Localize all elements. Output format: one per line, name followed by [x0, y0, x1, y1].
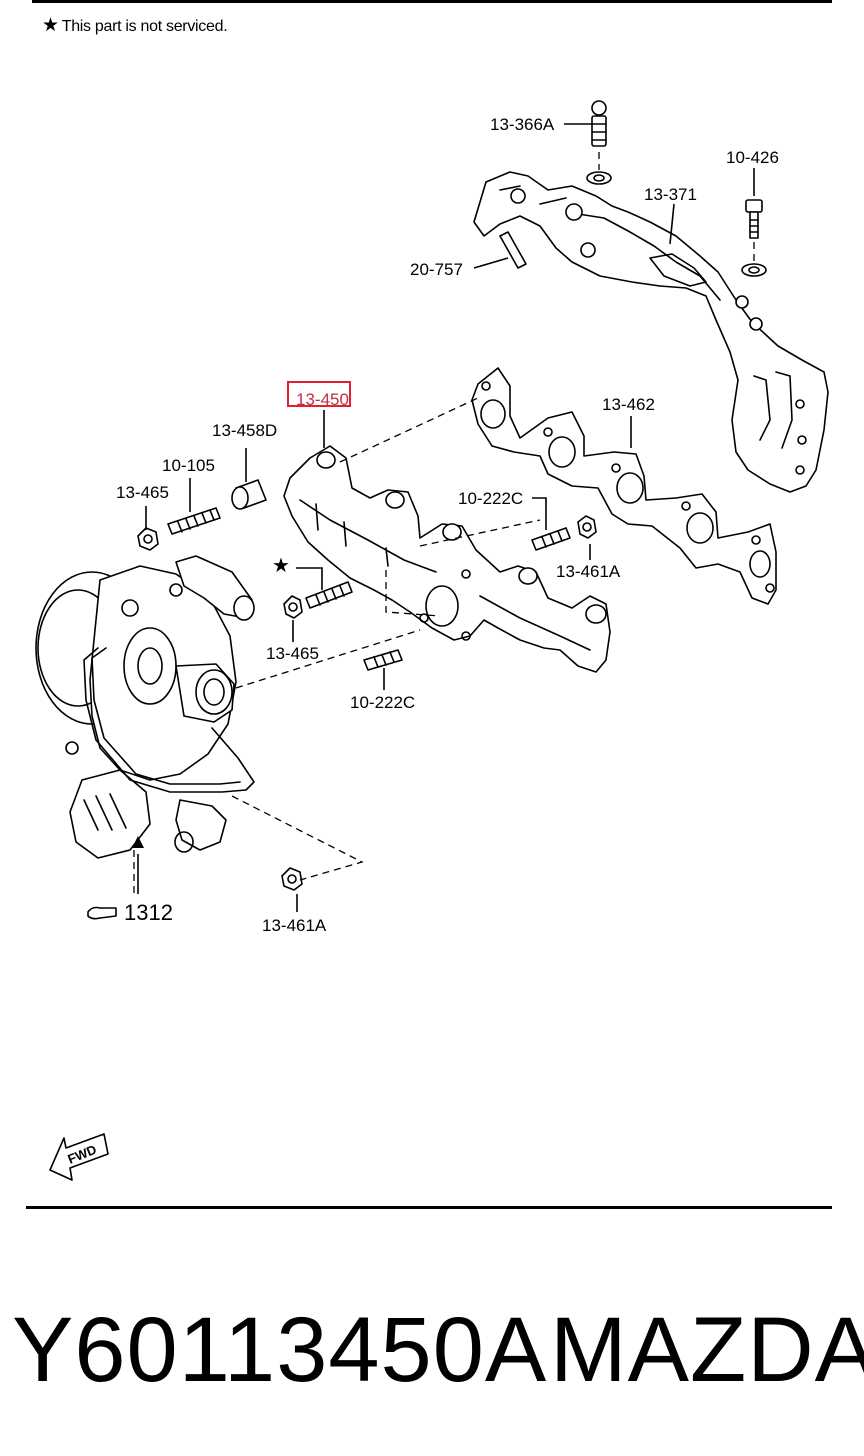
- label-10-222C-bottom: 10-222C: [350, 693, 415, 712]
- label-13-465-top: 13-465: [116, 483, 169, 502]
- service-note-text: This part is not serviced.: [61, 18, 228, 35]
- service-note: ★This part is not serviced.: [42, 14, 228, 37]
- spacer-13-458D: [231, 479, 267, 510]
- assembly-dash-lines: [133, 397, 541, 894]
- stud-not-serviced: [305, 581, 353, 609]
- brand-name: MAZDA: [550, 1299, 864, 1401]
- fwd-arrow-icon: FWD: [49, 1133, 109, 1181]
- nut-13-461A-right: [577, 515, 597, 539]
- star-icon: ★: [42, 15, 59, 36]
- label-13-461A-bottom: 13-461A: [262, 916, 327, 935]
- leader-lines: [132, 123, 755, 912]
- stud-10-222C-bottom: [363, 649, 403, 671]
- pin-20-757: [499, 231, 527, 269]
- top-rule: [32, 0, 832, 3]
- hand-pointer-icon: [87, 906, 117, 920]
- label-13-462: 13-462: [602, 395, 655, 414]
- label-20-757: 20-757: [410, 260, 463, 279]
- star-marker: ★: [272, 555, 290, 577]
- label-10-105: 10-105: [162, 456, 215, 475]
- manifold-gasket: [471, 367, 777, 605]
- label-10-222C-right: 10-222C: [458, 489, 523, 508]
- label-13-465-mid: 13-465: [266, 644, 319, 663]
- label-10-426: 10-426: [726, 148, 779, 167]
- stud-10-222C-right: [531, 527, 571, 551]
- nut-13-465-top: [137, 527, 159, 551]
- heat-insulator: [473, 171, 829, 493]
- part-number: Y60113450A: [12, 1299, 548, 1401]
- exhaust-manifold: [283, 445, 611, 673]
- nut-13-461A-bottom: [281, 867, 303, 891]
- label-13-461A-right: 13-461A: [556, 562, 621, 581]
- label-13-458D: 13-458D: [212, 421, 277, 440]
- bottom-rule: [26, 1206, 832, 1209]
- turbocharger: [35, 555, 255, 859]
- stud-10-105: [167, 507, 221, 535]
- parts-diagram: 13-366A 10-426 13-371 20-757 13-450 13-4…: [35, 100, 829, 1181]
- nut-13-465-mid: [283, 595, 303, 619]
- bolt-10-426: [741, 199, 767, 277]
- highlight-box: [287, 381, 351, 407]
- ref-1312: 1312: [124, 900, 173, 925]
- stud-13-366A: [586, 100, 612, 185]
- label-13-366A: 13-366A: [490, 115, 555, 134]
- label-13-371: 13-371: [644, 185, 697, 204]
- label-13-450: 13-450: [296, 390, 349, 409]
